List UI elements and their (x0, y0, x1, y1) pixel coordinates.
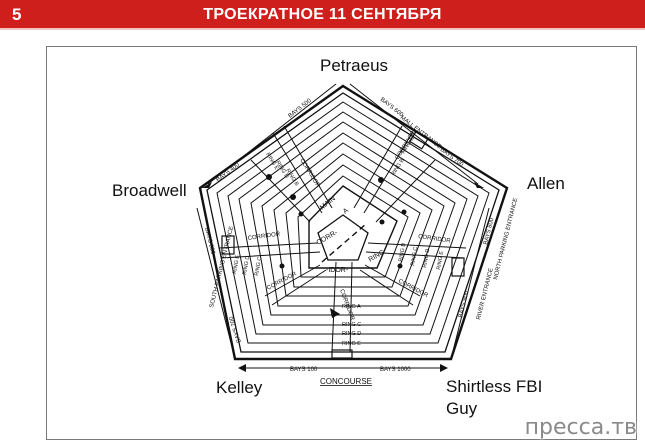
name-lower-right-line2: Guy (446, 399, 478, 418)
label-bays-100: BAYS 100 (290, 367, 318, 373)
page-number: 5 (12, 5, 22, 24)
mall-entrance-box (409, 130, 429, 150)
page-title: ТРОЕКРАТНОЕ 11 СЕНТЯБРЯ (203, 6, 442, 23)
diagram-frame (46, 46, 637, 440)
dimension-lines (196, 83, 490, 369)
center-courtyard (317, 214, 369, 261)
radial-corridors (218, 125, 467, 353)
name-upper-left: Broadwell (112, 181, 187, 200)
label-ring-c-bottom: RING C (342, 322, 361, 328)
label-ring-c-left: RING C (254, 256, 263, 276)
label-ring-d-left: RING D (242, 255, 251, 275)
ring-b-outline (273, 153, 433, 297)
name-lower-left: Kelley (216, 378, 263, 397)
name-lower-right-line1: Shirtless FBI (446, 377, 543, 396)
site-watermark: пресса.тв (524, 415, 637, 440)
label-ring-b-right: RING B (398, 242, 407, 262)
label-ring-e-bottom: RING E (342, 341, 361, 347)
label-north-parking-entrance: NORTH PARKING ENTRANCE (493, 197, 519, 280)
location-markers (266, 174, 407, 318)
name-top: Petraeus (320, 56, 389, 75)
ring-d-inner-outline (238, 121, 468, 326)
label-corridor-left: CORRIDOR (247, 231, 281, 242)
ring-e-inner-outline (216, 101, 490, 344)
label-ring-e-right: RING E (436, 250, 445, 270)
ring-b-inner-outline (285, 164, 421, 288)
name-upper-right: Allen (527, 174, 565, 193)
north-parking-entrance-box (451, 257, 465, 277)
ring-c-inner-outline (261, 142, 445, 307)
dimension-arrows (202, 182, 484, 372)
ring-e-outline (206, 92, 500, 353)
label-concourse: CONCOURSE (320, 377, 372, 386)
label-main: MAIN (319, 195, 337, 211)
label-ring-e-left: RING E (232, 254, 241, 274)
ring-a-outline (297, 175, 409, 278)
label-bays-400: BAYS 400 (216, 162, 242, 184)
label-corridor-right: CORRIDOR (418, 234, 452, 245)
label-ring-b-top-right: RING B (391, 158, 406, 178)
ring-c-outline (250, 132, 456, 316)
label-ring-c-right: RING C (410, 246, 419, 266)
label-ring-center: RING (368, 249, 387, 264)
ring-d-outline (227, 111, 479, 335)
label-a: A (342, 207, 350, 216)
label-bays-1000: BAYS 1000 (380, 367, 411, 373)
label-ring-a-bottom: RING A (342, 304, 361, 310)
south-parking-entrance-box (221, 235, 235, 255)
impact-marker (330, 308, 340, 318)
concourse-entrance-box (331, 349, 353, 359)
label-ring-d-right: RING D (422, 248, 431, 268)
ring-a-inner-outline (308, 185, 398, 269)
page-header-bar: 5 ТРОЕКРАТНОЕ 11 СЕНТЯБРЯ (0, 0, 645, 30)
label-ring-d-bottom: RING D (342, 331, 361, 337)
label-idor: -IDOR- (326, 267, 349, 274)
